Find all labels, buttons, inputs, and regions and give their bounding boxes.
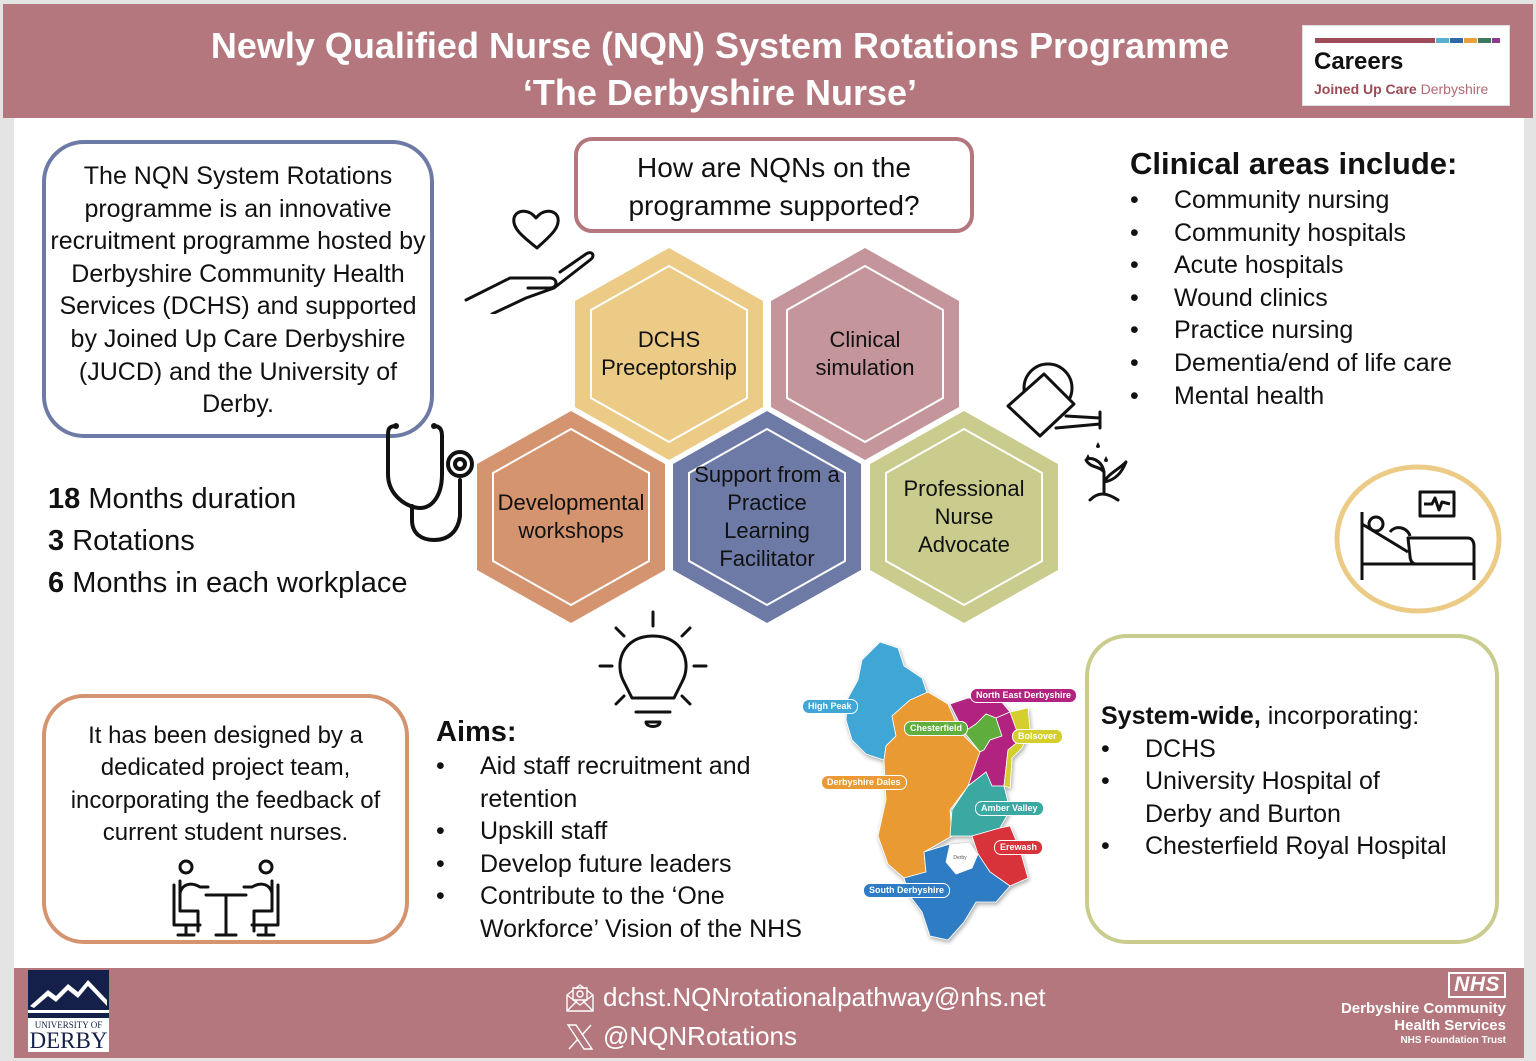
list-item: Practice nursing [1130, 314, 1457, 347]
nhs-dchs-logo: NHS Derbyshire Community Health Services… [1320, 972, 1506, 1048]
logo-bar-segment [1315, 38, 1435, 43]
list-item: Dementia/end of life care [1130, 347, 1457, 380]
list-item: Chesterfield Royal Hospital [1101, 830, 1495, 863]
lightbulb-idea-icon [598, 610, 708, 728]
twitter-handle[interactable]: @NQNRotations [603, 1021, 798, 1051]
map-label-derby: Derby [953, 855, 967, 861]
hospital-bed-icon [1334, 464, 1502, 614]
system-wide-heading: System-wide, incorporating: [1101, 700, 1495, 733]
stat-rotations: 3 Rotations [48, 520, 408, 562]
page-title: Newly Qualified Nurse (NQN) System Rotat… [120, 22, 1320, 116]
system-wide-bold: System-wide, [1101, 702, 1261, 730]
list-item: Wound clinics [1130, 282, 1457, 315]
list-item: Contribute to the ‘One Workforce’ Vision… [436, 880, 836, 945]
uod-line2: DERBY [29, 1028, 108, 1053]
stat-value: 18 [48, 483, 81, 515]
contact-details: dchst.NQNrotationalpathway@nhs.net @NQNR… [565, 978, 1046, 1056]
title-line-1: Newly Qualified Nurse (NQN) System Rotat… [210, 25, 1230, 66]
hex-label: Clinical simulation [815, 327, 915, 380]
designed-by-box: It has been designed by a dedicated proj… [42, 694, 409, 944]
map-label-south-derbyshire: South Derbyshire [863, 883, 951, 898]
list-item: Community hospitals [1130, 217, 1457, 250]
stat-months-per-workplace: 6 Months in each workplace [48, 562, 408, 604]
logo-bar-segment [1492, 38, 1500, 43]
logo-bar-segment [1478, 38, 1491, 43]
list-item: Aid staff recruitment and retention [436, 750, 796, 815]
watering-can-plant-icon [1006, 362, 1128, 502]
system-wide-box: System-wide, incorporating: DCHS Univers… [1085, 634, 1499, 944]
email-row: dchst.NQNrotationalpathway@nhs.net [565, 978, 1046, 1017]
intro-box: The NQN System Rotations programme is an… [42, 140, 434, 438]
list-item: Mental health [1130, 380, 1457, 413]
stat-label: Months in each workplace [72, 567, 408, 599]
clinical-areas-section: Clinical areas include: Community nursin… [1130, 144, 1457, 412]
hand-heart-icon [464, 209, 595, 314]
logo-bar-segment [1450, 38, 1463, 43]
stat-value: 3 [48, 525, 65, 557]
twitter-row: @NQNRotations [565, 1017, 1046, 1056]
aims-section: Aims: Aid staff recruitment and retentio… [436, 714, 836, 946]
nhs-line3: NHS Foundation Trust [1400, 1035, 1506, 1046]
jucd-bold: Joined Up Care [1314, 81, 1417, 97]
map-label-derbyshire-dales: Derbyshire Dales [821, 775, 907, 790]
x-twitter-icon [566, 1023, 594, 1050]
list-item: Acute hospitals [1130, 249, 1457, 282]
header-banner [3, 4, 1533, 118]
map-label-high-peak: High Peak [802, 699, 858, 714]
careers-jucd-logo: Careers Joined Up Care Derbyshire [1302, 25, 1510, 106]
hex-practice-learning-facilitator: Support from a Practice Learning Facilit… [673, 411, 861, 623]
stat-value: 6 [48, 567, 65, 599]
derbyshire-districts-map: Derby High Peak North East Derbyshire Ch… [800, 640, 1085, 945]
aims-heading: Aims: [436, 716, 517, 748]
designed-text: It has been designed by a dedicated proj… [70, 722, 381, 846]
hex-label: DCHS Preceptorship [601, 327, 737, 380]
meeting-people-icon [172, 859, 279, 937]
university-of-derby-logo: UNIVERSITY OF DERBY [28, 970, 109, 1053]
contact-email[interactable]: dchst.NQNrotationalpathway@nhs.net [603, 982, 1046, 1012]
stat-label: Rotations [72, 525, 195, 557]
stat-label: Months duration [88, 483, 297, 515]
hex-professional-nurse-advocate: Professional Nurse Advocate [870, 411, 1058, 623]
stat-duration: 18 Months duration [48, 478, 408, 520]
nhs-line1: Derbyshire Community [1340, 1000, 1506, 1017]
map-label-bolsover: Bolsover [1012, 729, 1063, 744]
title-line-2: ‘The Derbyshire Nurse’ [522, 72, 918, 113]
careers-label: Careers [1314, 48, 1404, 75]
list-item: University Hospital of Derby and Burton [1101, 765, 1401, 830]
support-question-box: How are NQNs on the programme supported? [574, 137, 974, 233]
email-envelope-icon [566, 983, 594, 1012]
clinical-areas-list: Community nursing Community hospitals Ac… [1130, 184, 1457, 412]
system-wide-rest: incorporating: [1260, 702, 1420, 730]
map-label-north-east-derbyshire: North East Derbyshire [970, 688, 1078, 703]
hex-label: Developmental workshops [497, 490, 645, 543]
map-label-chesterfield: Chesterfield [904, 721, 969, 736]
aims-list: Aid staff recruitment and retention Upsk… [436, 750, 836, 946]
nhs-badge: NHS [1448, 972, 1506, 998]
list-item: Develop future leaders [436, 848, 836, 881]
system-wide-list: DCHS University Hospital of Derby and Bu… [1101, 733, 1495, 863]
list-item: Community nursing [1130, 184, 1457, 217]
logo-bar-segment [1436, 38, 1449, 43]
nhs-line2: Health Services [1394, 1017, 1506, 1034]
footer-banner [14, 968, 1524, 1058]
hex-dchs-preceptorship: DCHS Preceptorship [575, 248, 763, 460]
map-label-erewash: Erewash [994, 840, 1044, 855]
hex-label: Support from a Practice Learning Facilit… [694, 462, 840, 571]
list-item: DCHS [1101, 733, 1495, 766]
list-item: Upskill staff [436, 815, 836, 848]
logo-bar-segment [1464, 38, 1477, 43]
uod-line1: UNIVERSITY OF [34, 1020, 103, 1030]
clinical-areas-heading: Clinical areas include: [1130, 146, 1458, 181]
programme-stats: 18 Months duration 3 Rotations 6 Months … [48, 478, 408, 604]
map-label-amber-valley: Amber Valley [975, 801, 1044, 816]
hex-label: Professional Nurse Advocate [903, 476, 1025, 557]
careers-subtitle: Joined Up Care Derbyshire [1314, 81, 1488, 97]
hex-developmental-workshops: Developmental workshops [477, 411, 665, 623]
hex-clinical-simulation: Clinical simulation [771, 248, 959, 460]
jucd-light: Derbyshire [1420, 81, 1489, 97]
map-shape: Derby [845, 641, 1031, 941]
stethoscope-icon [386, 423, 474, 542]
